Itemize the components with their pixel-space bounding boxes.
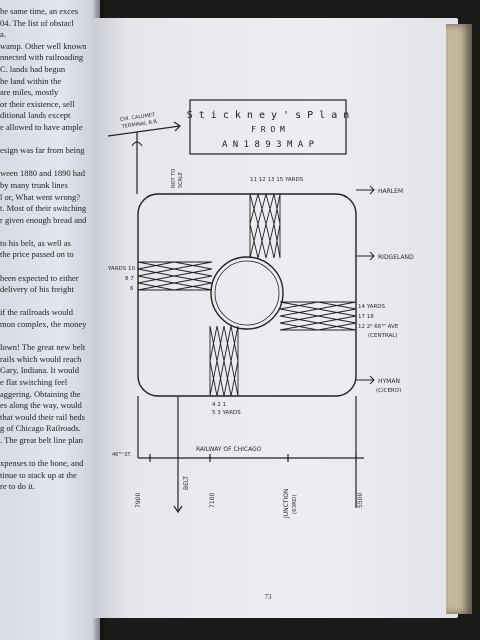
left-page-line xyxy=(0,296,96,308)
right-yards-label-4: (CENTRAL) xyxy=(368,333,398,339)
left-page-line: nnected with railroading xyxy=(0,52,84,63)
left-page-line: xpenses to the bone, and xyxy=(0,458,84,469)
left-page-line: to his belt, as well as xyxy=(0,237,71,248)
right-yards-label-1: 14 YARDS xyxy=(358,304,385,310)
left-page-line: l or, What went wrong? xyxy=(0,191,80,202)
yards-top-bundle xyxy=(249,193,281,259)
hyman-label: HYMAN xyxy=(378,378,400,385)
right-book-page xyxy=(92,18,458,618)
left-page-line: that would their rail beds xyxy=(0,411,85,422)
left-page-line: r given enough bread and xyxy=(0,214,87,225)
x-junction-label: JUNCTION xyxy=(283,489,290,519)
calumet-terminal-line: CHI. CALUMET TERMINAL R.R. xyxy=(107,112,181,194)
railway-of-chicago-label: RAILWAY OF CHICAGO xyxy=(196,446,262,453)
left-yards-label-2: 8 7 xyxy=(125,276,134,282)
lower-railway-lines xyxy=(137,396,364,514)
x-5500-label: 5500 xyxy=(357,493,364,508)
left-page-line: by many trunk lines xyxy=(0,179,68,190)
left-page-line: are miles, mostly xyxy=(0,87,59,98)
right-yards-label-2: 17 18 xyxy=(358,314,374,320)
x-7900-label: 7900 xyxy=(135,493,142,508)
left-page-line: es along the way, would xyxy=(0,400,82,411)
left-page-line: delivery of his freight xyxy=(0,284,74,295)
top-yards-label: 11 12 13 15 YARDS xyxy=(250,177,304,183)
belt-loop-outline xyxy=(137,193,357,397)
left-page-line xyxy=(0,261,96,273)
central-roundhouse-circle xyxy=(210,256,284,330)
left-page-line: tinue to stack up at the xyxy=(0,469,77,480)
left-page-line: t. Most of their switching xyxy=(0,203,87,214)
left-yards-label-3: 6 xyxy=(130,286,134,292)
diagram-title-box: S t i c k n e y ' s P l a n F R O M A N … xyxy=(187,99,350,155)
left-page-line: g of Chicago Railroads. xyxy=(0,423,81,434)
diagram-subtitle-from: F R O M xyxy=(251,125,285,134)
left-page-line: rails which would reach xyxy=(0,353,82,364)
right-yards-label-3: 12 2⁰ 66ᵀᴴ AVE xyxy=(358,323,399,330)
left-page-line: Gary, Indiana. It would xyxy=(0,365,79,376)
left-page-line: he same time, an exces xyxy=(0,6,79,16)
left-page-line: 04. The list of obstacl xyxy=(0,17,74,28)
left-page-line: C. lands had begun xyxy=(0,63,66,74)
left-page-line: ween 1880 and 1890 had xyxy=(0,168,85,179)
left-page-line: or their existence, sell xyxy=(0,98,75,109)
left-page-line: e flat switching feel xyxy=(0,377,68,387)
stickney-plan-diagram: S t i c k n e y ' s P l a n F R O M A N … xyxy=(107,99,414,601)
left-page-line: a. xyxy=(0,29,6,40)
x-7100-label: 7100 xyxy=(209,493,216,508)
left-page-line: esign was far from being xyxy=(0,145,85,156)
left-yards-label-1: YARDS 10 xyxy=(107,266,135,272)
left-page-line: been expected to either xyxy=(0,272,79,283)
left-page-line: wamp. Other well known xyxy=(0,40,87,51)
page-edges xyxy=(446,24,472,614)
left-page-line: the price passed on to xyxy=(0,249,74,260)
left-page-line: mon complex, the money xyxy=(0,319,87,330)
left-page-line xyxy=(0,447,96,459)
bottom-yards-label-2: 5 3 YARDS xyxy=(212,410,241,416)
street-46th-label: 46ᵀᴴ ST. xyxy=(112,452,132,458)
cicero-label: (CICERO) xyxy=(376,388,401,394)
yards-bottom-bundle xyxy=(209,325,239,397)
scale-note-1: NOT TO xyxy=(171,169,177,188)
left-page-line xyxy=(0,331,96,343)
left-page-line: ditional lands except xyxy=(0,110,71,121)
left-page-line: re to do it. xyxy=(0,481,35,492)
x-belt-label: BELT xyxy=(183,476,190,490)
left-page-line: if the railroads would xyxy=(0,307,73,318)
calumet-label-2: TERMINAL R.R. xyxy=(120,119,159,130)
left-page-line: aggering. Obtaining the xyxy=(0,388,81,399)
ridgeland-label: RIDGELAND xyxy=(378,254,414,261)
left-page-line xyxy=(0,226,96,238)
yards-left-bundle xyxy=(137,261,213,291)
left-page-line xyxy=(0,157,96,169)
page-number: 73 xyxy=(265,593,273,601)
harlem-label: HARLEM xyxy=(378,188,403,195)
left-page-line: he land within the xyxy=(0,75,62,86)
left-page-line: lown! The great new belt xyxy=(0,342,86,353)
yards-right-bundle xyxy=(279,301,357,331)
x-63rd-label: (63RD) xyxy=(292,495,298,514)
diagram-subtitle-map: A N 1 8 9 3 M A P xyxy=(222,140,315,150)
bottom-yards-label-1: 4 2 1 xyxy=(212,402,226,408)
left-page-line xyxy=(0,134,96,146)
calumet-label-1: CHI. CALUMET xyxy=(119,112,156,123)
scale-note-2: SCALE xyxy=(178,172,184,188)
left-page-line: . The great belt line plan xyxy=(0,434,83,445)
diagram-title: S t i c k n e y ' s P l a n xyxy=(187,110,350,121)
left-page-line: e allowed to have ample xyxy=(0,121,83,132)
right-side-street-arrows xyxy=(356,185,375,385)
